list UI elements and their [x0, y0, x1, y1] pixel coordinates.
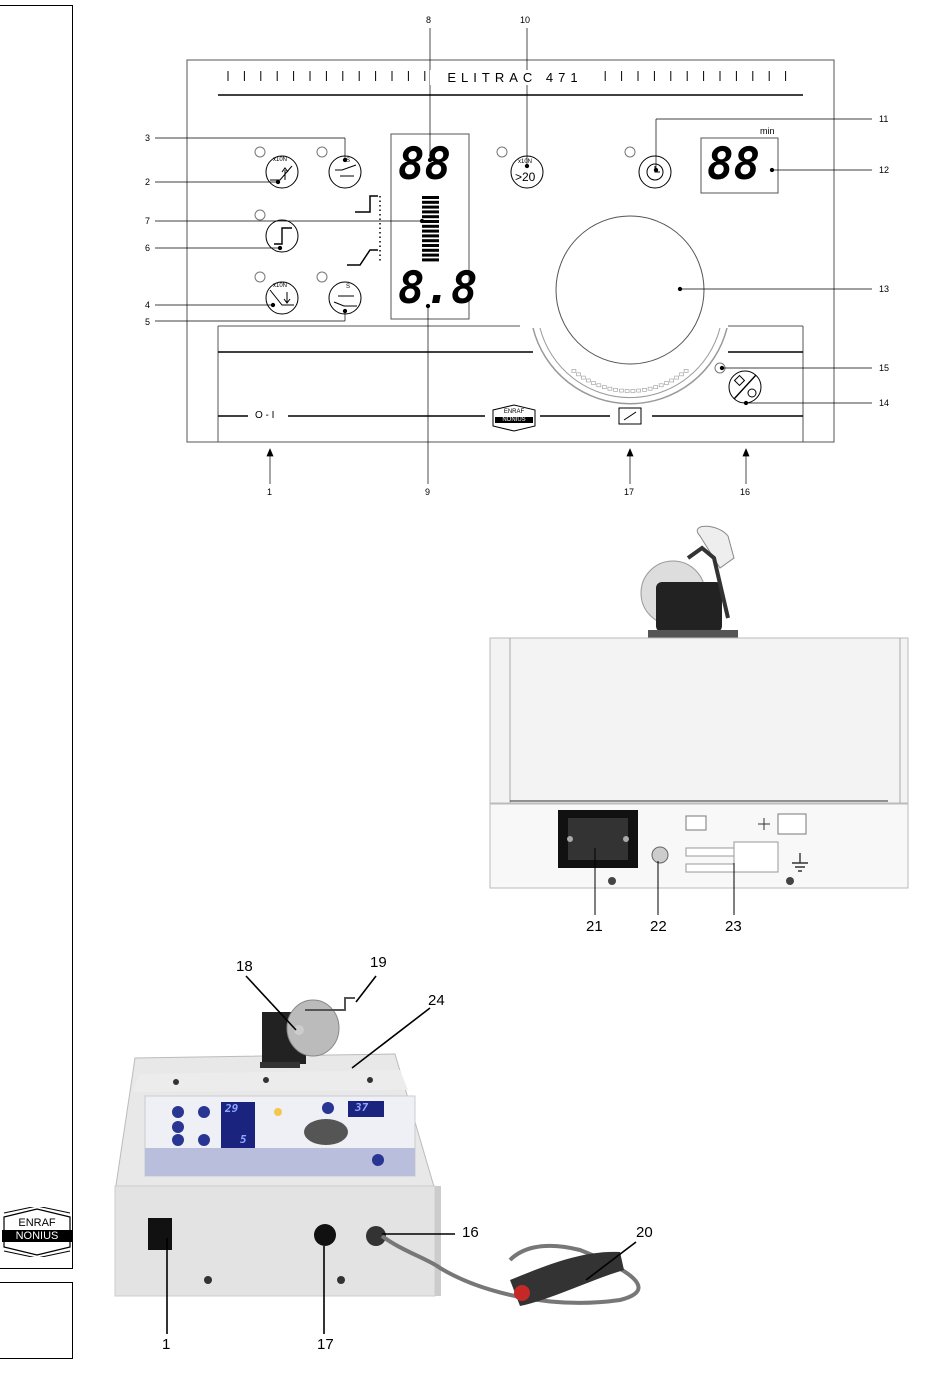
rear-callout-23: 23 — [725, 918, 742, 935]
callout-6: 6 — [145, 243, 150, 253]
left-margin-frame-bottom — [0, 1282, 73, 1359]
callout-15: 15 — [879, 363, 889, 373]
callout-1: 1 — [267, 487, 272, 497]
callout-2: 2 — [145, 177, 150, 187]
photo-callout-17: 17 — [317, 1336, 334, 1353]
callout-13: 13 — [879, 284, 889, 294]
photo-callout-20: 20 — [636, 1224, 653, 1241]
callout-5: 5 — [145, 317, 150, 327]
btn4-label: x10N — [273, 283, 287, 289]
sidebar-logo-line1: ENRAF — [2, 1217, 72, 1229]
photo-display-b: 5 — [240, 1133, 247, 1146]
callout-17: 17 — [624, 487, 634, 497]
callout-14: 14 — [879, 398, 889, 408]
photo-callout-19: 19 — [370, 954, 387, 971]
rear-view-photo: 21 22 23 — [488, 518, 918, 943]
callout-7: 7 — [145, 216, 150, 226]
sidebar-logo-line2: NONIUS — [2, 1230, 72, 1242]
callout-12: 12 — [879, 165, 889, 175]
power-label: O - I — [255, 410, 274, 421]
rear-callout-21: 21 — [586, 918, 603, 935]
panel-logo: ENRAF NONIUS — [491, 404, 537, 432]
photo-display-time: 37 — [355, 1101, 368, 1114]
front-panel-diagram: ELITRAC 471 88 8.8 88 min x10N S x10N S … — [0, 0, 950, 510]
callout-16: 16 — [740, 487, 750, 497]
callout-3: 3 — [145, 133, 150, 143]
callout-11: 11 — [879, 114, 888, 124]
btn5-label: S — [346, 284, 350, 290]
display-time: 88 — [707, 140, 760, 190]
panel-logo-line2: NONIUS — [495, 417, 533, 423]
panel-logo-line1: ENRAF — [491, 409, 537, 415]
callout-9: 9 — [425, 487, 430, 497]
display-a: 88 — [398, 140, 451, 190]
btn10-x10n: x10N — [518, 159, 532, 165]
photo-callout-18: 18 — [236, 958, 253, 975]
min-label: min — [760, 126, 775, 136]
callout-8: 8 — [426, 15, 431, 25]
photo-display-a: 29 — [225, 1102, 238, 1115]
btn2-label: x10N — [273, 157, 287, 163]
btn10-gt20: >20 — [515, 170, 535, 184]
bargraph — [422, 196, 439, 261]
photo-callout-16: 16 — [462, 1224, 479, 1241]
rear-callout-22: 22 — [650, 918, 667, 935]
btn3-label: S — [346, 158, 350, 164]
display-b: 8.8 — [398, 264, 477, 314]
brand-strip-text: ELITRAC 471 — [430, 70, 600, 85]
callout-10: 10 — [520, 15, 530, 25]
sidebar-logo: ENRAF NONIUS — [2, 1207, 72, 1257]
device-photo: 29 5 37 18 19 24 16 20 1 17 — [100, 950, 660, 1360]
photo-callout-1: 1 — [162, 1336, 170, 1353]
photo-callout-24: 24 — [428, 992, 445, 1009]
callout-4: 4 — [145, 300, 150, 310]
